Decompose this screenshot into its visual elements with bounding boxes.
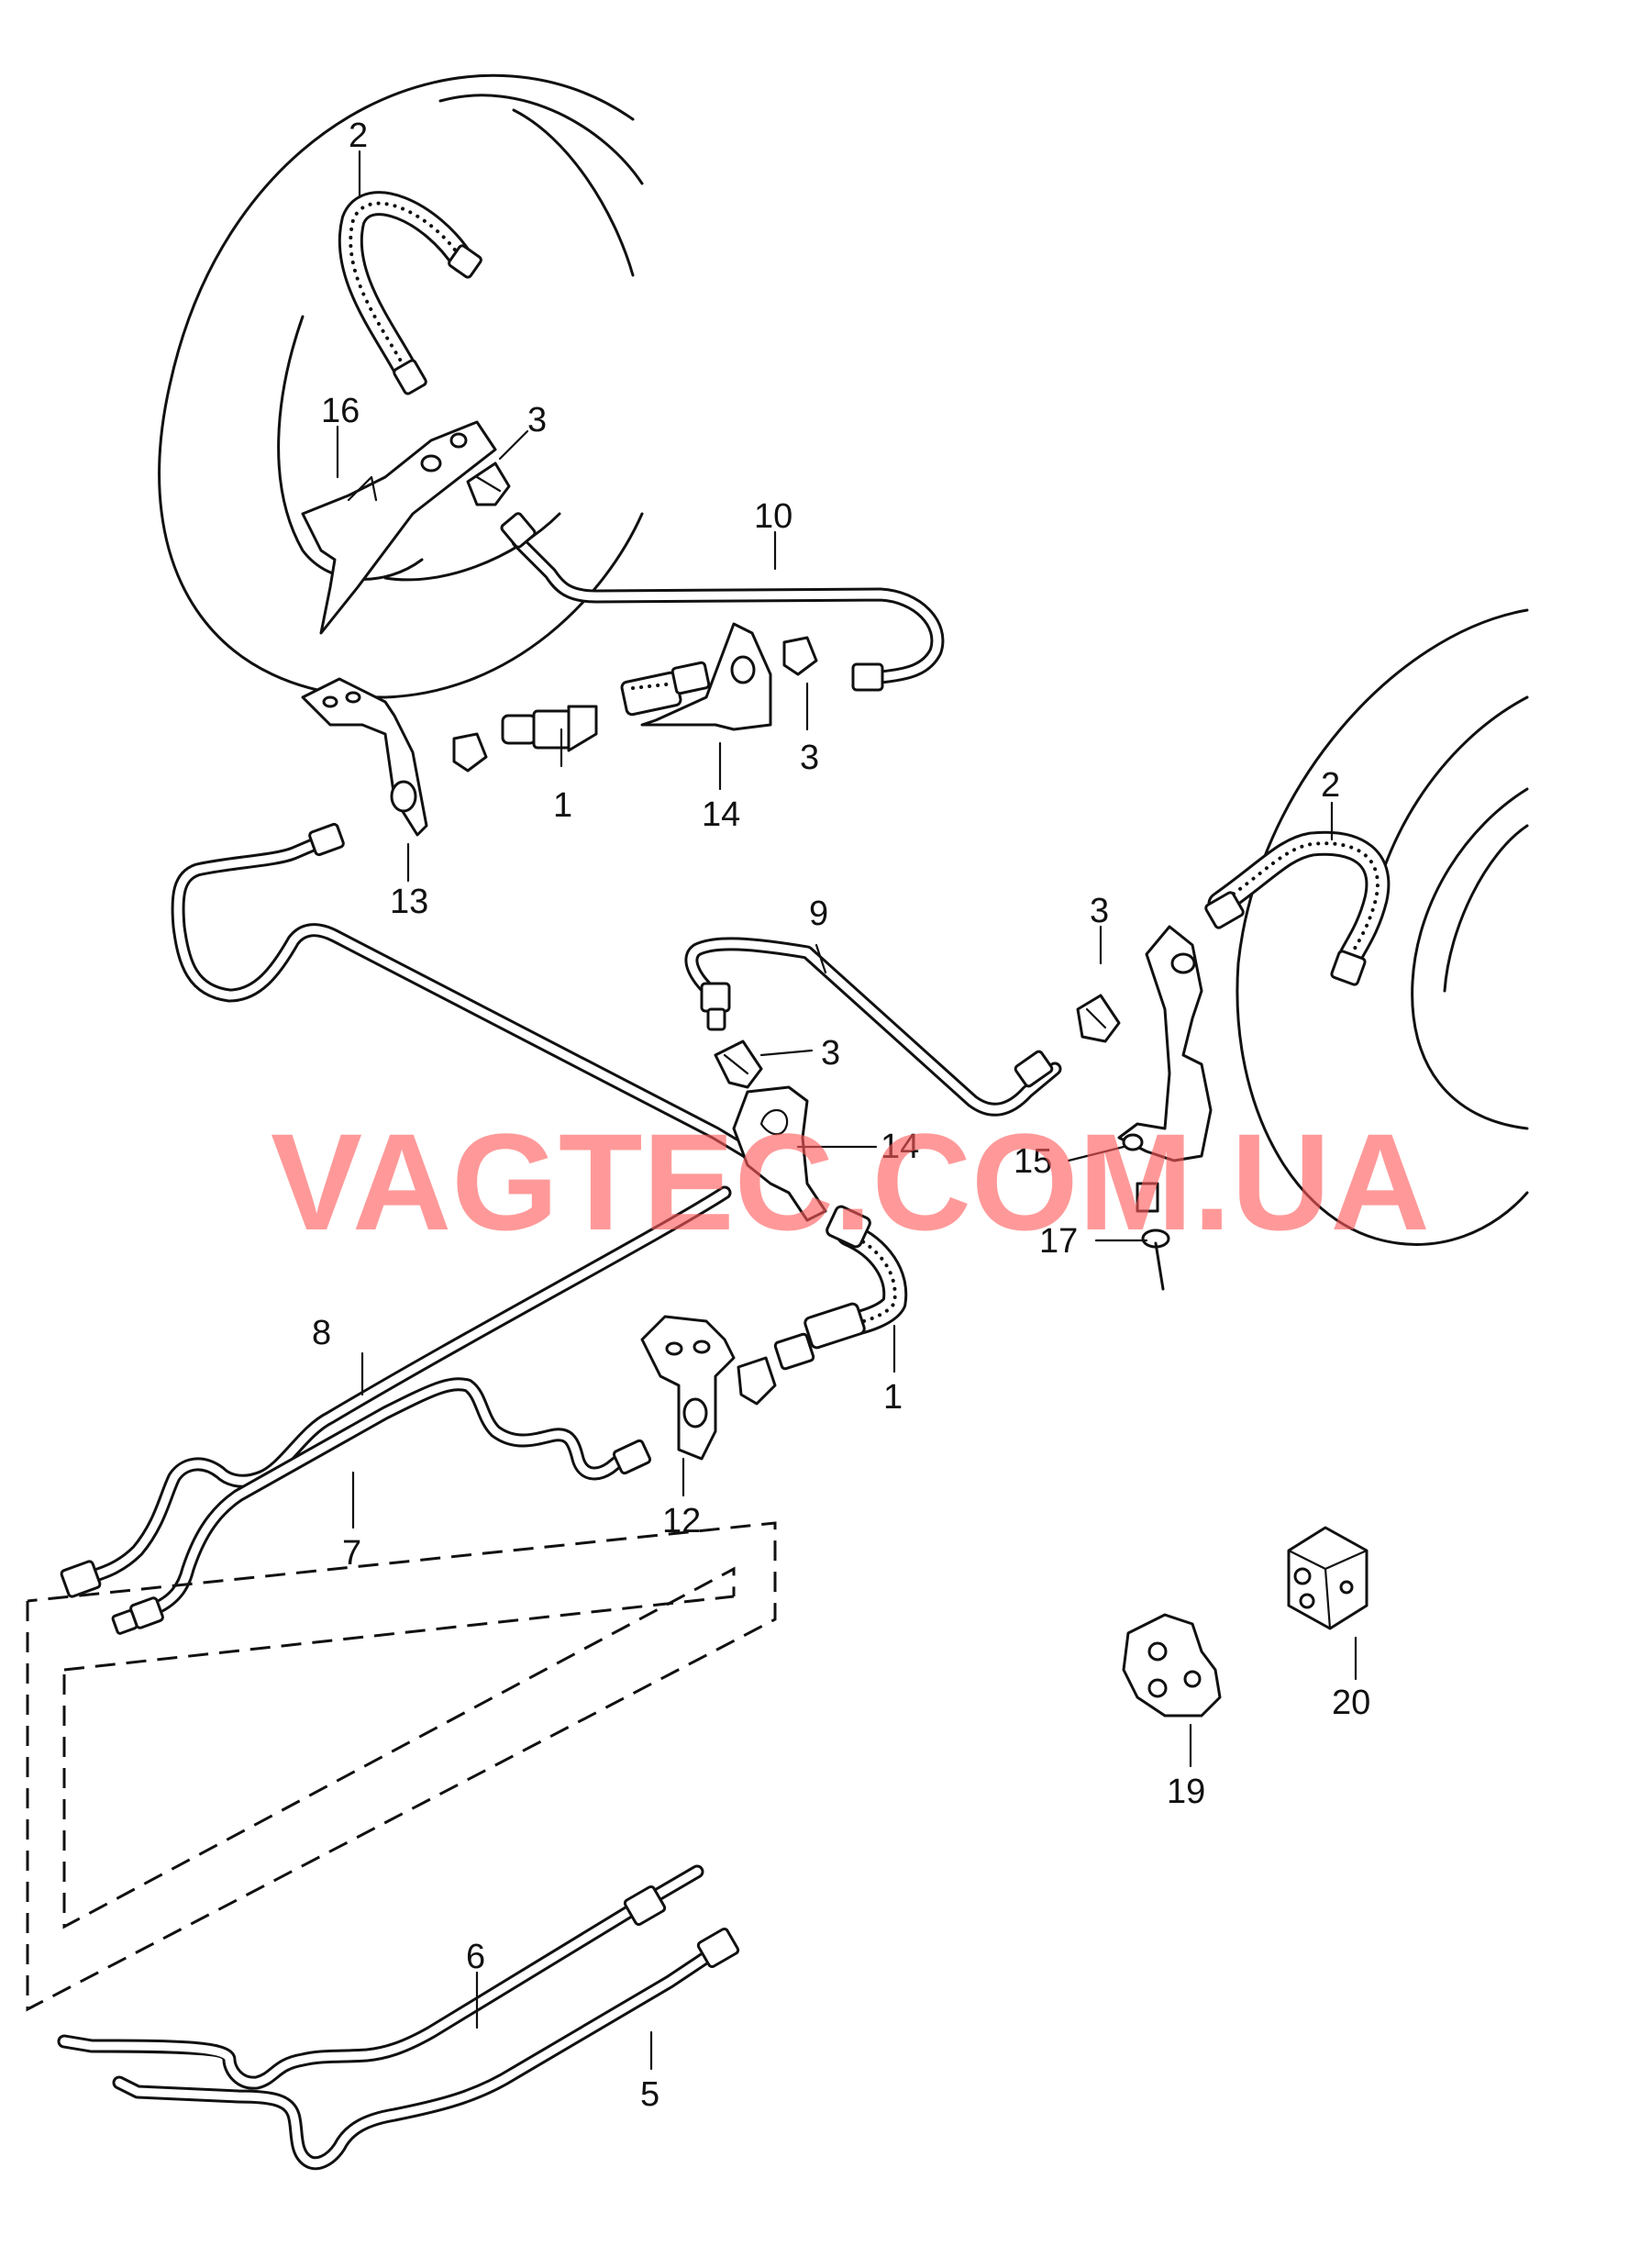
bracket-front-wheel bbox=[301, 420, 497, 635]
brake-pipe-10 bbox=[500, 512, 945, 692]
clip-3-middle bbox=[714, 1040, 763, 1089]
callout-10: 10 bbox=[754, 497, 792, 536]
brake-hose-1-lower bbox=[773, 1205, 908, 1371]
callout-1-lower: 1 bbox=[883, 1378, 903, 1417]
brake-pipe-8 bbox=[60, 1185, 732, 1598]
callout-6: 6 bbox=[466, 1938, 485, 1976]
callout-20: 20 bbox=[1332, 1684, 1370, 1722]
brake-pipe-6 bbox=[57, 1864, 704, 2090]
brake-pipe-5 bbox=[112, 1927, 740, 2171]
front-left-tyre bbox=[158, 73, 644, 699]
callout-2-front: 2 bbox=[349, 117, 368, 155]
callout-14-lower: 14 bbox=[881, 1128, 919, 1166]
callout-17: 17 bbox=[1039, 1222, 1078, 1261]
brake-pipe-9 bbox=[684, 937, 1062, 1117]
callout-16: 16 bbox=[321, 392, 360, 430]
watermark-text: VAGTEC.COM.UA bbox=[271, 1105, 1430, 1259]
callout-13: 13 bbox=[390, 883, 428, 921]
brake-hose-rear bbox=[1204, 830, 1391, 986]
callout-7: 7 bbox=[342, 1534, 361, 1573]
callout-3-middle: 3 bbox=[821, 1034, 840, 1073]
callout-9: 9 bbox=[809, 895, 828, 933]
callout-3-rear: 3 bbox=[1090, 892, 1109, 930]
callout-2-rear: 2 bbox=[1321, 766, 1340, 805]
callout-19: 19 bbox=[1167, 1773, 1205, 1811]
callout-labels: 2 16 3 10 1 13 14 3 9 3 14 3 2 15 17 1 1… bbox=[312, 117, 1370, 2114]
callout-5: 5 bbox=[640, 2075, 659, 2114]
bracket-14-upper bbox=[640, 622, 818, 731]
bracket-rear bbox=[1076, 925, 1213, 1162]
callout-3-front: 3 bbox=[527, 401, 547, 439]
brake-hose-1-upper bbox=[501, 661, 711, 752]
callout-12: 12 bbox=[662, 1502, 701, 1540]
bracket-12 bbox=[640, 1315, 777, 1461]
brake-pipe-7 bbox=[111, 1377, 652, 1635]
floor-pan-outline bbox=[26, 1521, 777, 2012]
callout-14-upper: 14 bbox=[702, 795, 740, 834]
callout-1-upper: 1 bbox=[553, 786, 572, 825]
callout-8: 8 bbox=[312, 1314, 331, 1352]
callout-3-upper: 3 bbox=[800, 739, 819, 777]
brake-pipe-front-loop bbox=[171, 822, 769, 1168]
bracket-14-lower bbox=[732, 1085, 827, 1222]
brake-hose-front bbox=[338, 191, 482, 395]
pipe-block-20 bbox=[1287, 1526, 1369, 1630]
pipe-clip-19 bbox=[1122, 1613, 1222, 1718]
callout-15: 15 bbox=[1014, 1142, 1052, 1181]
leader-lines bbox=[336, 150, 1358, 2071]
clip-3-front bbox=[466, 461, 511, 506]
bracket-13 bbox=[301, 677, 488, 837]
rivet-17-and-washer-15 bbox=[1122, 1133, 1170, 1291]
